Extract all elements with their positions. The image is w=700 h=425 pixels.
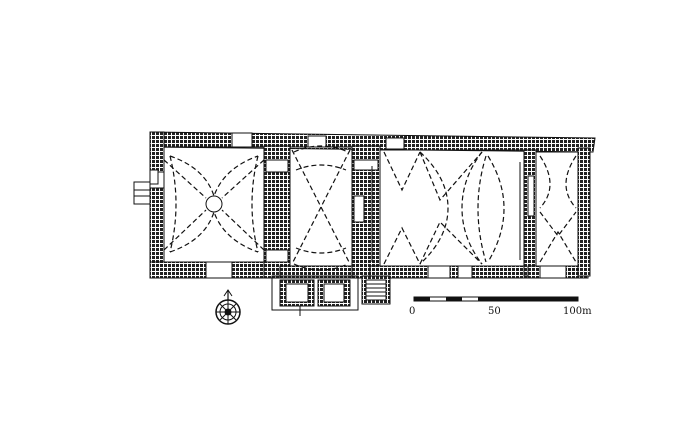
staircase (361, 275, 391, 305)
wall-west (149, 131, 165, 279)
scale-bar (413, 296, 579, 302)
scale-tick-100m: 100m (563, 306, 592, 317)
room-4 (535, 151, 579, 267)
scale-tick-50: 50 (488, 306, 501, 317)
vault-lines (163, 145, 577, 271)
wall-east (577, 147, 591, 277)
annex (271, 275, 359, 316)
room-3 (379, 149, 525, 267)
room-2 (289, 146, 353, 267)
oculus-circle (205, 195, 223, 213)
scale-tick-0: 0 (409, 306, 416, 317)
room-outlines (163, 146, 579, 267)
details (133, 162, 521, 262)
room-1 (163, 146, 265, 263)
north-arrow-icon (215, 289, 241, 325)
